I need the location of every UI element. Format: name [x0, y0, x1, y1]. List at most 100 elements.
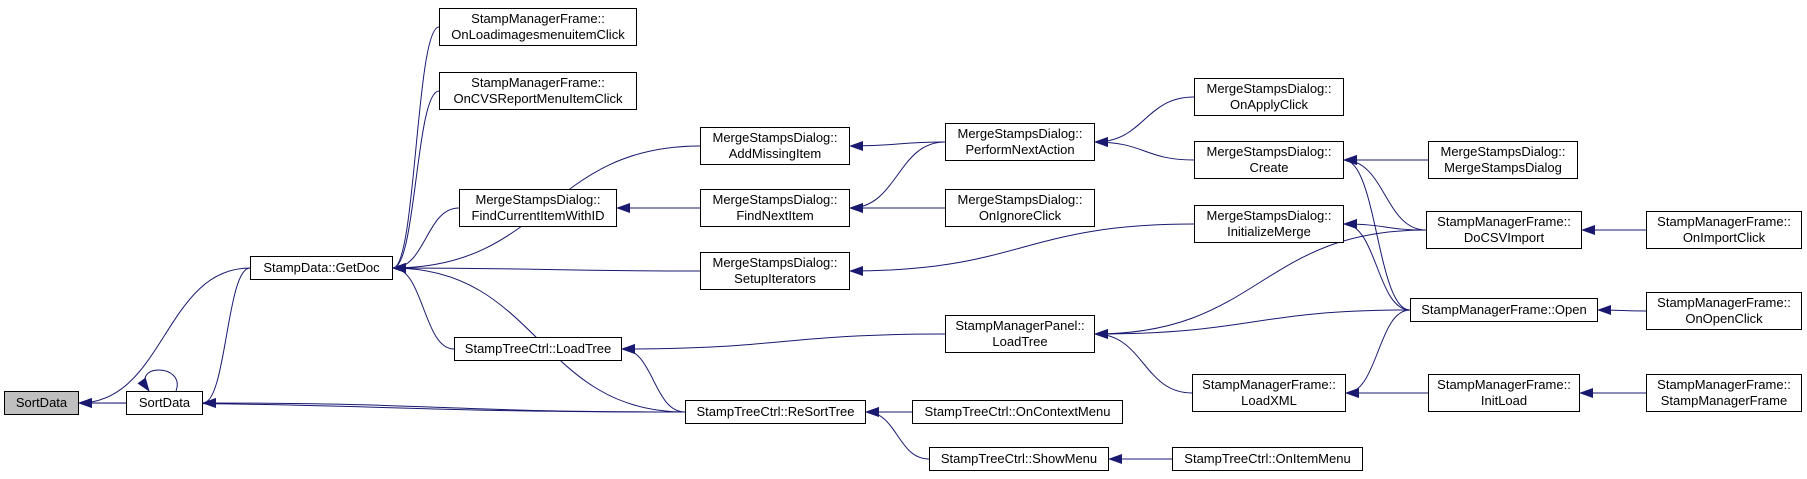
- call-edge: [1094, 309, 1411, 339]
- call-edge: [849, 141, 946, 213]
- node-onapplyclick[interactable]: MergeStampsDialog::OnApplyClick: [1194, 78, 1344, 116]
- call-edge: [202, 267, 251, 408]
- node-label-line: StampManagerFrame::: [1202, 377, 1336, 392]
- node-stamptreectrl-onitemmenu[interactable]: StampTreeCtrl::OnItemMenu: [1172, 447, 1363, 471]
- node-stampmanagerframe-ctor[interactable]: StampManagerFrame::StampManagerFrame: [1646, 374, 1802, 412]
- node-stampmanagerpanel-loadtree[interactable]: StampManagerPanel::LoadTree: [945, 315, 1095, 353]
- node-label-line: StampManagerFrame::: [471, 75, 605, 90]
- node-label-line: PerformNextAction: [965, 142, 1075, 157]
- call-edge: [621, 344, 686, 413]
- node-sortdata[interactable]: SortData: [126, 391, 203, 415]
- node-label-line: Create: [1249, 160, 1289, 175]
- node-label-line: InitializeMerge: [1227, 224, 1311, 239]
- node-setupiterators[interactable]: MergeStampsDialog::SetupIterators: [700, 252, 850, 290]
- node-findcurrentitemwithid[interactable]: MergeStampsDialog::FindCurrentItemWithID: [459, 189, 617, 227]
- node-label-line: AddMissingItem: [728, 146, 822, 161]
- call-edge: [202, 398, 686, 413]
- node-label-line: SortData: [138, 395, 191, 410]
- node-label-line: StampManagerFrame::: [1657, 377, 1791, 392]
- node-initload[interactable]: StampManagerFrame::InitLoad: [1428, 374, 1580, 412]
- node-label-line: StampManagerFrame::: [1657, 295, 1791, 310]
- node-onloadimagesmenuitemclick[interactable]: StampManagerFrame::OnLoadimagesmenuitemC…: [439, 8, 637, 46]
- node-label-line: OnLoadimagesmenuitemClick: [451, 27, 625, 42]
- call-edge: [392, 207, 460, 273]
- node-docsvimport[interactable]: StampManagerFrame::DoCSVImport: [1426, 211, 1582, 249]
- call-edge: [849, 223, 1195, 276]
- node-label-line: MergeStampsDialog::: [1440, 144, 1566, 159]
- node-sortdata-root: SortData: [4, 391, 79, 415]
- node-label-line: LoadXML: [1241, 393, 1297, 408]
- node-stamptreectrl-oncontextmenu[interactable]: StampTreeCtrl::OnContextMenu: [912, 400, 1123, 424]
- node-oncvsreportmenuitemclick[interactable]: StampManagerFrame::OnCVSReportMenuItemCl…: [439, 72, 637, 110]
- call-edge: [392, 26, 440, 273]
- call-edge: [1094, 229, 1427, 339]
- call-edge: [1343, 155, 1411, 311]
- node-label-line: StampManagerPanel::: [955, 318, 1085, 333]
- node-label-line: OnApplyClick: [1229, 97, 1309, 112]
- node-label-line: StampManagerFrame::: [1657, 214, 1791, 229]
- node-label-line: OnOpenClick: [1685, 311, 1763, 326]
- node-stamptreectrl-loadtree[interactable]: StampTreeCtrl::LoadTree: [454, 337, 622, 361]
- node-mergestampsdialog-ctor[interactable]: MergeStampsDialog::MergeStampsDialog: [1428, 141, 1578, 179]
- node-performnextaction[interactable]: MergeStampsDialog::PerformNextAction: [945, 123, 1095, 161]
- node-label-line: MergeStampsDialog::: [475, 192, 601, 207]
- call-edge: [392, 263, 455, 350]
- node-label-line: MergeStampsDialog::: [712, 192, 838, 207]
- node-label-line: FindCurrentItemWithID: [471, 208, 605, 223]
- node-label-line: SortData: [15, 395, 68, 410]
- node-stampmanagerframe-open[interactable]: StampManagerFrame::Open: [1410, 298, 1598, 322]
- node-findnextitem[interactable]: MergeStampsDialog::FindNextItem: [700, 189, 850, 227]
- node-stamptreectrl-resorttree[interactable]: StampTreeCtrl::ReSortTree: [685, 400, 866, 424]
- node-create[interactable]: MergeStampsDialog::Create: [1194, 141, 1344, 179]
- node-label-line: StampTreeCtrl::ReSortTree: [696, 404, 855, 419]
- node-label-line: FindNextItem: [736, 208, 814, 223]
- node-label-line: MergeStampsDialog::: [957, 192, 1083, 207]
- call-edge: [1345, 309, 1411, 398]
- node-label-line: OnIgnoreClick: [978, 208, 1062, 223]
- node-label-line: StampTreeCtrl::ShowMenu: [940, 451, 1098, 466]
- node-label-line: OnImportClick: [1682, 230, 1766, 245]
- node-label-line: MergeStampsDialog::: [1206, 144, 1332, 159]
- node-label-line: MergeStampsDialog::: [957, 126, 1083, 141]
- call-edge: [1094, 96, 1195, 147]
- call-edge: [1094, 329, 1193, 394]
- node-label-line: StampManagerFrame::Open: [1421, 302, 1587, 317]
- node-label-line: SetupIterators: [734, 271, 816, 286]
- node-label-line: MergeStampsDialog::: [1206, 81, 1332, 96]
- node-initializemerge[interactable]: MergeStampsDialog::InitializeMerge: [1194, 205, 1344, 243]
- node-label-line: StampTreeCtrl::OnItemMenu: [1184, 451, 1351, 466]
- node-stamptreectrl-showmenu[interactable]: StampTreeCtrl::ShowMenu: [929, 447, 1109, 471]
- call-edge: [1597, 305, 1647, 316]
- node-label-line: MergeStampsDialog::: [712, 130, 838, 145]
- node-label-line: DoCSVImport: [1463, 230, 1545, 245]
- node-label-line: MergeStampsDialog::: [1206, 208, 1332, 223]
- call-edge: [392, 263, 701, 274]
- node-onimportclick[interactable]: StampManagerFrame::OnImportClick: [1646, 211, 1802, 249]
- node-label-line: LoadTree: [992, 334, 1048, 349]
- node-label-line: StampTreeCtrl::LoadTree: [464, 341, 612, 356]
- node-onignoreclick[interactable]: MergeStampsDialog::OnIgnoreClick: [945, 189, 1095, 227]
- node-stampdata-getdoc[interactable]: StampData::GetDoc: [250, 256, 393, 280]
- call-edge: [849, 140, 946, 151]
- node-label-line: StampData::GetDoc: [263, 260, 380, 275]
- node-label-line: StampManagerFrame::: [1437, 214, 1571, 229]
- node-label-line: InitLoad: [1480, 393, 1528, 408]
- call-edge: [78, 267, 251, 408]
- node-label-line: MergeStampsDialog::: [712, 255, 838, 270]
- call-edge: [1343, 155, 1427, 231]
- node-label-line: MergeStampsDialog: [1444, 160, 1562, 175]
- call-edge: [1343, 219, 1411, 311]
- call-edge: [865, 407, 930, 460]
- node-label-line: StampTreeCtrl::OnContextMenu: [924, 404, 1111, 419]
- node-stampmanagerframe-loadxml[interactable]: StampManagerFrame::LoadXML: [1192, 374, 1346, 412]
- node-onopenclick[interactable]: StampManagerFrame::OnOpenClick: [1646, 292, 1802, 330]
- call-edge: [137, 369, 178, 392]
- call-edge: [621, 333, 946, 354]
- call-edge: [1094, 137, 1195, 161]
- node-label-line: StampManagerFrame::: [471, 11, 605, 26]
- node-label-line: StampManagerFrame: [1660, 393, 1788, 408]
- node-label-line: StampManagerFrame::: [1437, 377, 1571, 392]
- call-edge: [392, 90, 440, 273]
- node-addmissingitem[interactable]: MergeStampsDialog::AddMissingItem: [700, 127, 850, 165]
- node-label-line: OnCVSReportMenuItemClick: [453, 91, 623, 106]
